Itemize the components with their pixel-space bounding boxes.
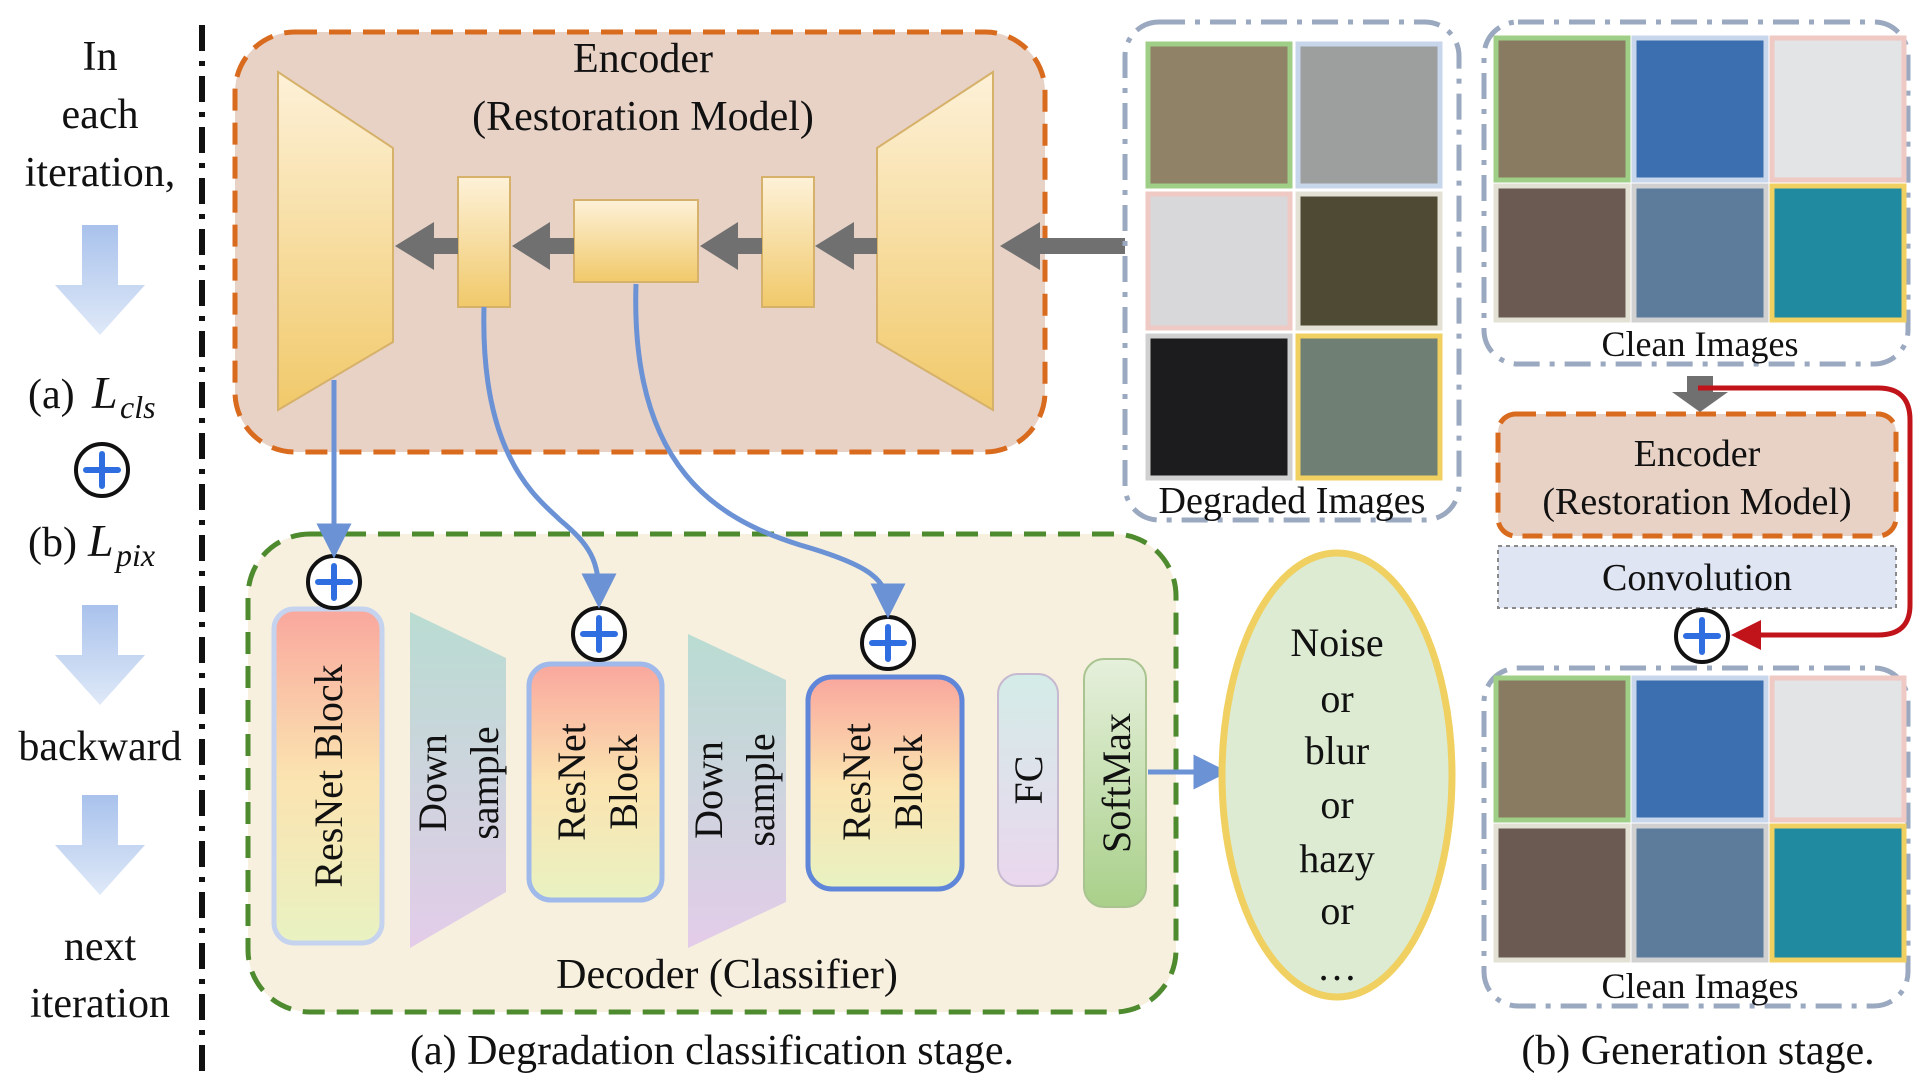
resnet-block-3-line2: Block (886, 734, 931, 830)
degraded-image-1 (1145, 41, 1293, 189)
down-arrow-icon (55, 225, 145, 335)
clean-images-top-label: Clean Images (1602, 324, 1799, 364)
left-next-iteration-text: iteration (30, 981, 170, 1027)
degraded-image-5 (1145, 333, 1293, 481)
left-in-text: In (83, 34, 118, 80)
clean-image-6 (1769, 183, 1907, 323)
encoder-block-middle (573, 199, 699, 283)
resnet-block-1-label: ResNet Block (306, 664, 351, 887)
downsample-2 (688, 634, 786, 948)
generated-image-4 (1493, 823, 1631, 963)
oval-line-4: or (1320, 782, 1353, 827)
oval-line-3: blur (1305, 728, 1369, 773)
caption-stage-a: (a) Degradation classification stage. (410, 1028, 1014, 1074)
softmax-block (1083, 658, 1147, 908)
degraded-images-panel: Degraded Images (1122, 19, 1462, 523)
encoder-title-2: (Restoration Model) (472, 94, 814, 140)
oval-line-2: or (1320, 676, 1353, 721)
downsample-2-line1: Down (686, 741, 731, 839)
degraded-image-2 (1295, 41, 1443, 189)
oval-line-6: or (1320, 888, 1353, 933)
generation-encoder: Encoder (Restoration Model) (1495, 411, 1899, 539)
resnet-block-3-line1: ResNet (834, 723, 879, 841)
loss-a-symbol: L (91, 367, 118, 418)
caption-stage-b: (b) Generation stage. (1521, 1028, 1874, 1074)
downsample-2-line2: sample (738, 733, 783, 846)
loss-a-subscript: cls (120, 389, 156, 425)
generated-image-3 (1769, 675, 1907, 823)
clean-images-bottom-panel: Clean Images (1481, 665, 1911, 1009)
generated-image-6 (1769, 823, 1907, 963)
oval-line-7: … (1317, 944, 1357, 989)
clean-images-bottom-label: Clean Images (1602, 966, 1799, 1006)
clean-image-4 (1493, 183, 1631, 323)
loss-a-prefix: (a) (28, 372, 75, 418)
loss-b-subscript: pix (114, 537, 155, 573)
resnet-block-2 (526, 661, 665, 903)
gray-down-arrow-icon (1672, 376, 1728, 412)
convolution-label: Convolution (1602, 557, 1792, 599)
convolution-box (1497, 545, 1897, 609)
generated-image-2 (1631, 675, 1769, 823)
down-arrow-icon (55, 795, 145, 895)
output-oval: Noise or blur or hazy or … (1218, 549, 1456, 1001)
degraded-images-label: Degraded Images (1159, 480, 1426, 522)
encoder-trapezoid-left (277, 70, 394, 412)
generation-encoder-line2: (Restoration Model) (1542, 481, 1851, 523)
encoder-block-small-1 (457, 176, 511, 308)
encoder-block: Encoder (Restoration Model) (232, 29, 1125, 455)
clean-image-3 (1769, 35, 1907, 183)
plus-circle-icon (306, 554, 362, 610)
resnet-block-3 (805, 674, 965, 892)
generated-image-5 (1631, 823, 1769, 963)
left-column: In each iteration, (a) L cls (b) L pix b… (18, 34, 181, 1027)
resnet-block-2-line1: ResNet (549, 723, 594, 841)
skip-arrow-2 (481, 306, 617, 609)
loss-b-prefix: (b) (28, 520, 77, 566)
degraded-image-3 (1145, 191, 1293, 331)
fc-label: FC (1006, 756, 1051, 805)
generation-encoder-box (1495, 411, 1899, 539)
plus-circle-icon (571, 606, 627, 662)
oval-line-1: Noise (1290, 620, 1383, 665)
downsample-1-line2: sample (462, 726, 507, 839)
oval-line-5: hazy (1299, 836, 1375, 881)
plus-circle-icon (860, 615, 916, 671)
red-skip-arrow (1698, 385, 1913, 650)
left-next-text: next (64, 924, 137, 970)
downsample-1 (410, 612, 506, 948)
clean-image-5 (1631, 183, 1769, 323)
encoder-title-1: Encoder (573, 36, 713, 82)
downsample-1-line1: Down (410, 734, 455, 832)
clean-image-2 (1631, 35, 1769, 183)
convolution-block: Convolution (1497, 545, 1897, 609)
left-backward-text: backward (18, 724, 181, 770)
decoder-title: Decoder (Classifier) (556, 952, 898, 998)
generation-encoder-line1: Encoder (1634, 433, 1761, 475)
resnet-block-2-line2: Block (601, 734, 646, 830)
plus-circle-icon (74, 442, 130, 498)
degraded-image-6 (1295, 333, 1443, 481)
plus-circle-icon (1674, 608, 1730, 664)
degraded-image-4 (1295, 191, 1443, 331)
skip-arrow-3 (633, 283, 906, 619)
softmax-label: SoftMax (1094, 713, 1139, 853)
encoder-trapezoid-right (876, 70, 994, 412)
output-ellipse (1218, 549, 1456, 1001)
left-each-text: each (62, 92, 139, 138)
decoder-block: ResNet Block Down sample ResNet Block Do… (245, 531, 1179, 1015)
generated-image-1 (1493, 675, 1631, 823)
down-arrow-icon (55, 605, 145, 705)
clean-images-top-panel: Clean Images (1481, 19, 1911, 367)
gray-arrow-icon (395, 222, 1125, 270)
loss-b-symbol: L (87, 515, 114, 566)
fc-block (997, 673, 1059, 887)
encoder-block-small-2 (761, 176, 815, 308)
left-iteration-text: iteration, (25, 150, 175, 196)
skip-connection-arrows (316, 283, 1229, 790)
clean-image-1 (1493, 35, 1631, 183)
